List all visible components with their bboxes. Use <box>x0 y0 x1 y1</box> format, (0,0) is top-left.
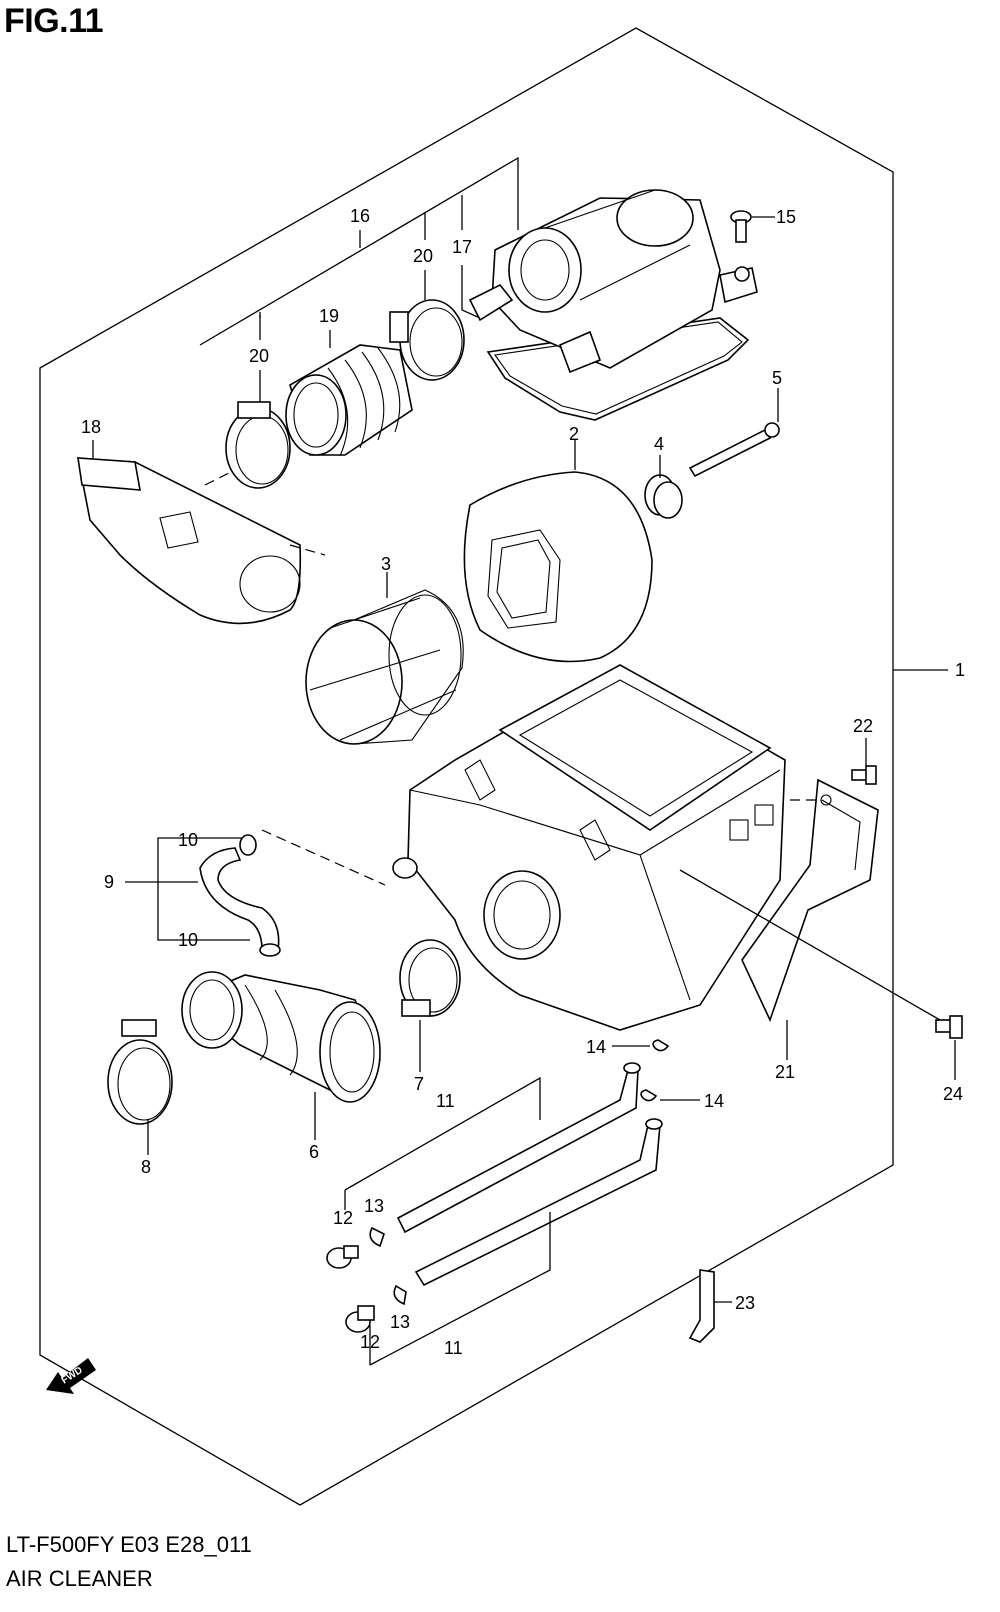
callout-22: 22 <box>853 716 873 736</box>
part-13-clip-upper <box>369 1226 385 1248</box>
callout-24: 24 <box>943 1084 963 1104</box>
part-2-filter-element <box>463 440 653 663</box>
callout-1: 1 <box>955 660 965 680</box>
callout-13-upper: 13 <box>364 1196 384 1216</box>
part-19-bellows-hose <box>285 330 413 457</box>
part-15-screw <box>730 210 775 243</box>
part-9-breather-hose <box>125 834 281 957</box>
callout-11-upper: 11 <box>436 1091 455 1111</box>
assembly-boundary <box>39 27 894 1506</box>
part-22-bolt <box>851 738 877 785</box>
callout-23: 23 <box>735 1293 755 1313</box>
callout-7: 7 <box>414 1074 424 1094</box>
callout-8: 8 <box>141 1157 151 1177</box>
part-7-clamp <box>399 939 461 1072</box>
part-12-fitting-lower <box>345 1305 375 1333</box>
callout-6: 6 <box>309 1142 319 1162</box>
callout-19: 19 <box>319 306 339 326</box>
callout-18: 18 <box>81 417 101 437</box>
part-20-clamp-upper <box>389 270 465 381</box>
callout-12-upper: 12 <box>333 1208 353 1228</box>
callout-21: 21 <box>775 1062 795 1082</box>
part-20-clamp-left <box>225 370 291 489</box>
callout-12-lower: 12 <box>360 1332 380 1352</box>
part-11-drain-hoses <box>344 1039 700 1366</box>
part-24-bolt <box>679 869 963 1080</box>
part-17-cover <box>468 189 758 421</box>
callout-5: 5 <box>772 368 782 388</box>
callout-2: 2 <box>569 424 579 444</box>
callout-9: 9 <box>104 872 114 892</box>
callout-14-lower: 14 <box>704 1091 724 1111</box>
part-8-clamp <box>107 1019 173 1155</box>
part-23-stay <box>688 1269 732 1343</box>
callout-16: 16 <box>350 206 370 226</box>
part-1-case-body <box>392 664 786 1031</box>
callout-20-upper: 20 <box>413 246 433 266</box>
callout-3: 3 <box>381 554 391 574</box>
callout-13-lower: 13 <box>390 1312 410 1332</box>
part-3-filter-cage <box>305 572 464 745</box>
callout-17: 17 <box>452 237 472 257</box>
figure-code: LT-F500FY E03 E28_011 <box>6 1532 252 1557</box>
callout-10-upper: 10 <box>178 830 198 850</box>
part-6-intake-boot <box>181 971 381 1140</box>
callout-10-lower: 10 <box>178 930 198 950</box>
part-4-grommet <box>644 455 683 519</box>
figure-title: FIG.11 <box>4 2 104 40</box>
callout-20-left: 20 <box>249 346 269 366</box>
callout-11-lower: 11 <box>444 1338 463 1358</box>
part-5-long-screw <box>688 388 780 478</box>
callout-14-upper: 14 <box>586 1037 606 1057</box>
part-13-clip-lower <box>393 1284 407 1306</box>
callout-15: 15 <box>776 207 796 227</box>
part-21-bracket <box>741 778 879 1060</box>
figure-name: AIR CLEANER <box>6 1566 153 1591</box>
part-18-intake-duct <box>77 440 302 625</box>
part-12-fitting-upper <box>326 1245 359 1269</box>
callout-4: 4 <box>654 434 664 454</box>
